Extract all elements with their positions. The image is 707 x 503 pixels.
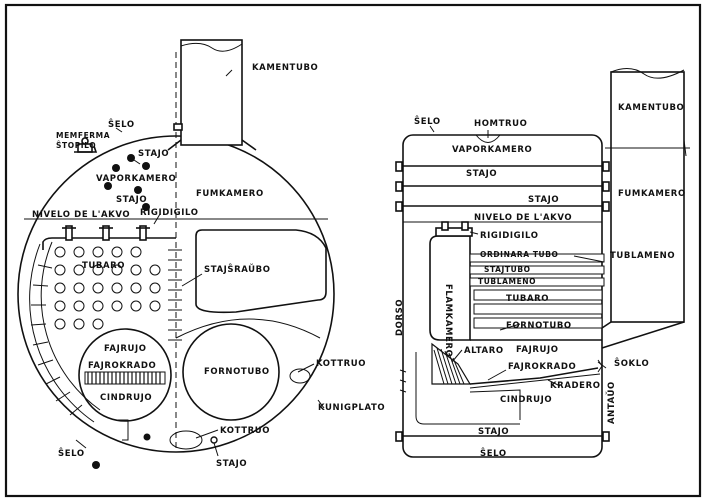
- label-r-kamentubo: KAMENTUBO: [618, 103, 684, 113]
- tube-circle: [73, 282, 85, 294]
- label-r-stajo-3: STAJO: [478, 427, 509, 437]
- label-flamkamero: FLAMKAMERO: [443, 284, 453, 357]
- label-dorso: DORSO: [395, 299, 405, 336]
- tube-circle: [130, 264, 142, 276]
- label-rigidigilo: RIGIDIGILO: [140, 208, 199, 218]
- label-kradero: KRADERO: [550, 381, 601, 391]
- label-r-selo-top: ŜELO: [414, 115, 441, 127]
- frame-border: [4, 3, 702, 498]
- label-stopilo: ŜTOPILO: [56, 141, 96, 150]
- label-r-vaporkamero: VAPORKAMERO: [452, 145, 532, 155]
- label-r-fumkamero: FUMKAMERO: [618, 189, 686, 199]
- label-selo-top: ŜELO: [108, 118, 135, 130]
- tube-circle: [73, 318, 85, 330]
- tube-circle: [92, 300, 104, 312]
- label-stajtubo: STAJTUBO: [484, 265, 531, 274]
- tube-circle: [111, 300, 123, 312]
- tube-circle: [149, 264, 161, 276]
- label-nivelo: NIVELO DE L'AKVO: [32, 210, 130, 220]
- rigidigilo-bolts: [62, 225, 150, 241]
- tube-circle: [92, 318, 104, 330]
- tube-circle: [54, 264, 66, 276]
- label-fornotubo: FORNOTUBO: [204, 367, 270, 377]
- tube-circle: [130, 282, 142, 294]
- right-labels: ŜELO HOMTRUO KAMENTUBO VAPORKAMERO STAJO…: [395, 103, 686, 459]
- label-kamentubo: KAMENTUBO: [252, 63, 318, 73]
- tube-circle: [54, 300, 66, 312]
- tube-circle: [92, 282, 104, 294]
- label-r-tubaro: TUBARO: [506, 294, 549, 304]
- tube-circle: [111, 282, 123, 294]
- label-r-stajo-1: STAJO: [466, 169, 497, 179]
- label-ordinara-tubo: ORDINARA TUBO: [480, 250, 559, 259]
- tube-circle: [54, 318, 66, 330]
- left-chimney: [180, 39, 243, 146]
- left-cross-section: [17, 39, 335, 469]
- label-fumkamero: FUMKAMERO: [196, 189, 264, 199]
- label-r-fajrujo: FAJRUJO: [516, 345, 559, 355]
- label-selo-bottom: ŜELO: [58, 447, 85, 459]
- label-r-rigidigilo: RIGIDIGILO: [480, 231, 539, 241]
- label-vaporkamero: VAPORKAMERO: [96, 174, 176, 184]
- label-stajo-1: STAJO: [138, 149, 169, 159]
- right-longitudinal-section: [395, 68, 690, 458]
- label-fajrokrado: FAJROKRADO: [88, 361, 156, 371]
- tube-circle: [73, 264, 85, 276]
- label-kunigplato: KUNIGPLATO: [318, 403, 385, 413]
- label-memferma: MEMFERMA: [56, 131, 110, 140]
- tube-circle: [149, 282, 161, 294]
- label-soklo: ŜOKLO: [614, 357, 649, 369]
- tube-circle: [130, 246, 142, 258]
- tube-circle: [111, 246, 123, 258]
- left-labels: KAMENTUBO ŜELO MEMFERMA ŜTOPILO STAJO VA…: [32, 63, 385, 469]
- label-r-selo-bottom: ŜELO: [480, 447, 507, 459]
- label-cindrujo: CINDRUJO: [100, 393, 152, 403]
- tube-circle: [149, 300, 161, 312]
- label-tubaro: TUBARO: [82, 261, 125, 271]
- label-stajo-2: STAJO: [116, 195, 147, 205]
- right-tubes: [469, 253, 605, 329]
- label-stajo-3: STAJO: [216, 459, 247, 469]
- tube-circle: [92, 246, 104, 258]
- tube-circle: [54, 282, 66, 294]
- label-homtruo: HOMTRUO: [474, 119, 527, 129]
- label-altaro: ALTARO: [464, 346, 504, 356]
- label-r-fornotubo: FORNOTUBO: [506, 321, 572, 331]
- memferma-stopilo: [74, 137, 98, 153]
- right-stays: [395, 161, 610, 442]
- label-stajsraubo: STAJŜRAŬBO: [204, 263, 271, 275]
- tube-circle: [92, 264, 104, 276]
- label-kottruo-right: KOTTRUO: [316, 359, 366, 369]
- tube-circle: [73, 300, 85, 312]
- label-antauo: ANTAŬO: [605, 381, 617, 424]
- label-tublameno-2: TUBLAMENO: [478, 277, 536, 286]
- label-r-stajo-2: STAJO: [528, 195, 559, 205]
- tube-circle: [111, 264, 123, 276]
- tube-circle: [73, 246, 85, 258]
- label-r-nivelo: NIVELO DE L'AKVO: [474, 213, 572, 223]
- label-r-fajrokrado: FAJROKRADO: [508, 362, 576, 372]
- label-fajrujo: FAJRUJO: [104, 344, 147, 354]
- label-r-cindrujo: CINDRUJO: [500, 395, 552, 405]
- label-tublameno-1: TUBLAMENO: [610, 251, 675, 261]
- tubaro-grid: [54, 246, 161, 330]
- tube-circle: [130, 300, 142, 312]
- tube-circle: [54, 246, 66, 258]
- label-kottruo-bottom: KOTTRUO: [220, 426, 270, 436]
- left-lagging-hatch: [30, 264, 83, 416]
